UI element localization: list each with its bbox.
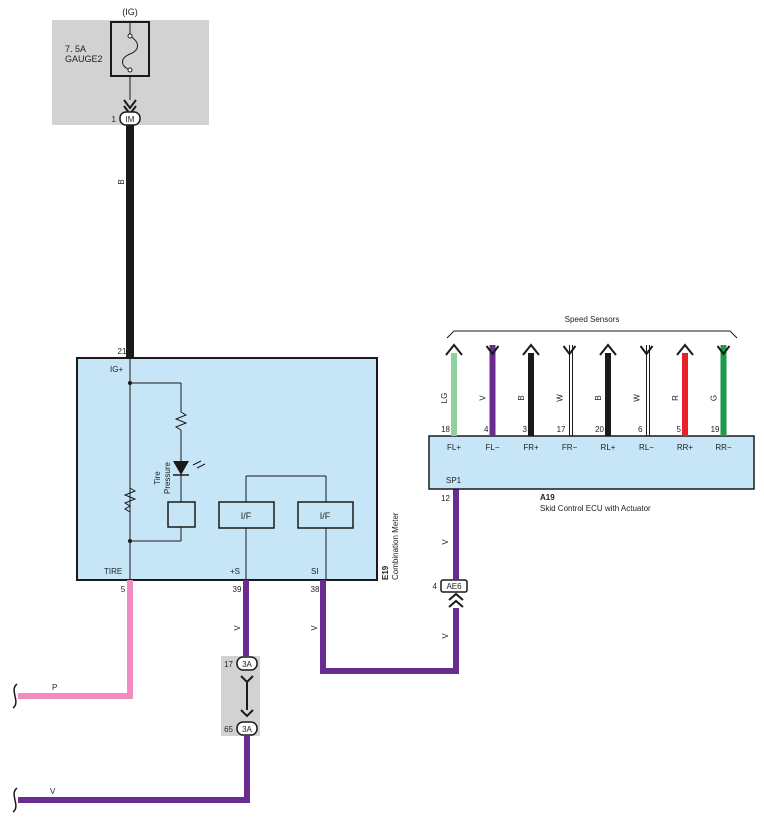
sensor-pin-label: RL+ [601, 443, 616, 452]
fuse-element-icon [122, 35, 138, 71]
sensor-pin-label: RL− [639, 443, 654, 452]
meter-name: Combination Meter [391, 512, 400, 580]
interface-label-2: I/F [320, 511, 331, 521]
chevron-down-icon [485, 345, 500, 356]
ecu-sp1-label: SP1 [446, 476, 462, 485]
wire-p-tire [18, 580, 133, 699]
speed-sensors-bracket [446, 330, 738, 339]
sensor-pin-label: RR+ [677, 443, 694, 452]
sensor-wire-color-label: V [479, 395, 488, 401]
wire-v-si-label: V [310, 625, 319, 631]
wire-v-s-label: V [233, 625, 242, 631]
resistor-icon-led [174, 411, 188, 431]
connector-3a-bottom-pin: 65 [224, 725, 233, 734]
sensor-wire-color-label: W [556, 394, 565, 402]
connector-ae6-pin: 4 [433, 582, 438, 591]
ecu-code: A19 [540, 493, 555, 502]
sensor-pin-number: 20 [595, 425, 604, 434]
connector-ae6-code: AE6 [446, 582, 462, 591]
connector-3a-top-pin: 17 [224, 660, 233, 669]
sensor-wire-color-label: LG [440, 393, 449, 404]
chevron-down-icon [716, 345, 731, 356]
meter-pin-21-num: 21 [118, 347, 127, 356]
tire-label: Tire [153, 471, 162, 485]
meter-pin-5-num: 5 [121, 585, 126, 594]
sensor-pin-number: 5 [677, 425, 682, 434]
meter-pin-s-label: +S [230, 567, 240, 576]
sensor-wire-color-label: R [671, 395, 680, 401]
sensor-pin-number: 6 [638, 425, 643, 434]
meter-pin-39-num: 39 [233, 585, 242, 594]
connector-3a-top-code: 3A [242, 660, 252, 669]
fuse-rating: 7. 5A [65, 44, 86, 54]
chevron-down-icon [639, 345, 654, 356]
meter-pin-38-num: 38 [311, 585, 320, 594]
arrow-up-icon [599, 343, 617, 356]
chevron-down-icon [240, 709, 254, 718]
wire-v-si [320, 580, 459, 674]
sensor-pin-label: FR− [562, 443, 578, 452]
sensor-wire-color-label: G [710, 395, 719, 401]
sensor-wire-color-label: B [594, 395, 603, 400]
led-emission-icon [192, 460, 206, 469]
wire-p-label: P [52, 683, 57, 692]
wire-v-ecu-label: V [441, 539, 450, 545]
wire-b-label: B [117, 179, 126, 184]
sensor-pin-label: RR− [715, 443, 732, 452]
speed-sensors-label: Speed Sensors [565, 315, 620, 324]
resistor-icon-ig [123, 487, 137, 513]
wire-v-ecu-label-lower: V [441, 633, 450, 639]
arrow-up-icon [676, 343, 694, 356]
fuse-terminal-bottom [127, 67, 133, 73]
meter-pin-si-label: SI [311, 567, 319, 576]
chevron-up-icon [448, 592, 464, 608]
sensor-pin-number: 4 [484, 425, 489, 434]
sensor-pin-number: 18 [441, 425, 450, 434]
sensor-pin-label: FL+ [447, 443, 461, 452]
wire-break-icon-v [12, 787, 18, 813]
connector-3a-bottom-code: 3A [242, 725, 252, 734]
meter-pin-tire-label: TIRE [104, 567, 122, 576]
interface-label-1: I/F [241, 511, 252, 521]
ecu-name: Skid Control ECU with Actuator [540, 504, 651, 513]
connector-im-code: IM [126, 115, 135, 124]
connector-3a-top [236, 656, 258, 671]
connector-im-pin: 1 [112, 115, 117, 124]
meter-junction-bottom [128, 539, 132, 543]
chevron-down-icon [562, 345, 577, 356]
meter-code: E19 [381, 565, 390, 580]
combination-meter-box [76, 357, 378, 581]
arrow-up-icon [522, 343, 540, 356]
sensor-pin-label: FL− [485, 443, 499, 452]
fuse-terminal-top [127, 33, 133, 39]
ecu-sp1-pin: 12 [441, 494, 450, 503]
skid-control-ecu-box [428, 435, 755, 490]
fuse-name: GAUGE2 [65, 54, 103, 64]
wire-break-icon-p [12, 683, 18, 709]
pressure-label: Pressure [163, 461, 172, 494]
led-indicator-icon [173, 461, 189, 475]
meter-pin-ig-label: IG+ [110, 365, 123, 374]
wire-v-j3a-label: V [50, 787, 56, 796]
sensor-pin-number: 19 [711, 425, 720, 434]
sensor-wire-color-label: W [633, 394, 642, 402]
sensor-pin-number: 17 [557, 425, 566, 434]
sensor-pin-number: 3 [523, 425, 528, 434]
fuse-ig-label: (IG) [122, 7, 138, 17]
wire-v-j3a-out [18, 735, 250, 803]
arrow-up-icon [445, 343, 463, 356]
sensor-pin-label: FR+ [523, 443, 539, 452]
sensor-wire-color-label: B [517, 395, 526, 400]
